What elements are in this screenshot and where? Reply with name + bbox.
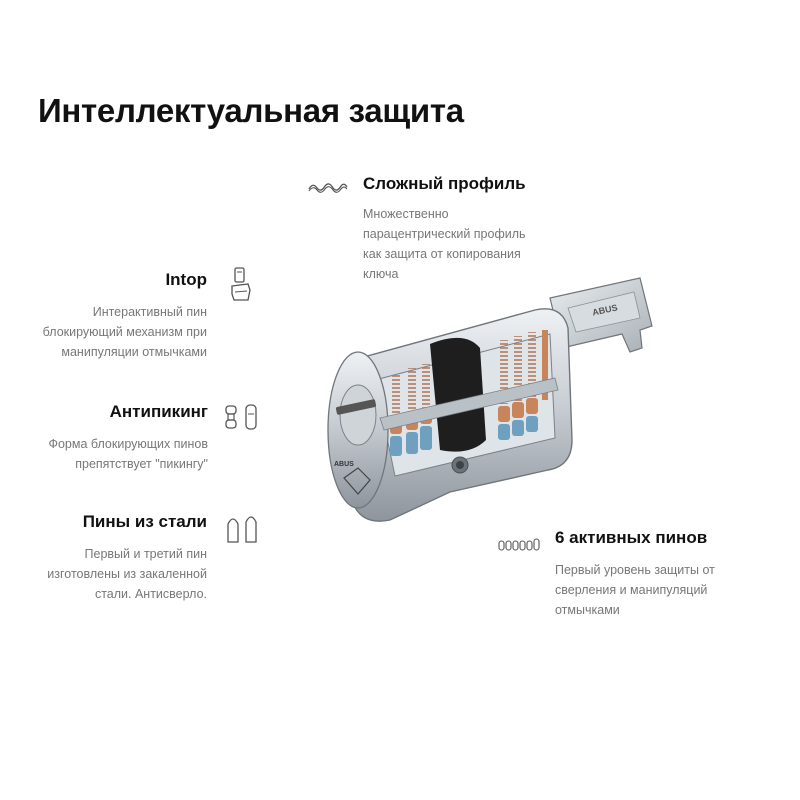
feature-description: Множественно парацентрический профиль ка… — [363, 207, 526, 281]
feature-complex-profile: Сложный профиль Множественно парацентрич… — [363, 174, 593, 284]
antipicking-pins-icon — [225, 404, 257, 430]
feature-description: Первый и третий пин изготовлены из закал… — [47, 547, 207, 601]
pin-stack — [390, 330, 548, 456]
page-title: Интеллектуальная защита — [38, 92, 464, 129]
feature-title: Сложный профиль — [363, 174, 526, 193]
brand-text: ABUS — [334, 461, 354, 468]
feature-title: Intop — [165, 270, 207, 289]
steel-pins-icon — [227, 516, 257, 543]
six-pins-icon — [498, 538, 540, 551]
feature-title: 6 активных пинов — [555, 528, 708, 547]
key-shape: ABUS — [549, 277, 653, 353]
intop-pin-icon — [231, 267, 251, 301]
feature-description: Интерактивный пин блокирующий механизм п… — [42, 305, 207, 359]
feature-title: Пины из стали — [82, 512, 207, 531]
feature-six-active-pins: 6 активных пинов Первый уровень защиты о… — [555, 528, 775, 620]
key-profile-icon — [308, 183, 348, 193]
feature-description: Первый уровень защиты от сверления и ман… — [555, 563, 715, 617]
cylinder-lock-cutaway-illustration: ABUS ABUS — [327, 277, 653, 522]
feature-intop: Intop Интерактивный пин блокирующий меха… — [20, 270, 207, 362]
feature-antipicking: Антипикинг Форма блокирующих пинов препя… — [10, 402, 208, 474]
feature-steel-pins: Пины из стали Первый и третий пин изгото… — [20, 512, 207, 604]
feature-description: Форма блокирующих пинов препятствует "пи… — [48, 437, 208, 471]
feature-title: Антипикинг — [109, 402, 208, 421]
